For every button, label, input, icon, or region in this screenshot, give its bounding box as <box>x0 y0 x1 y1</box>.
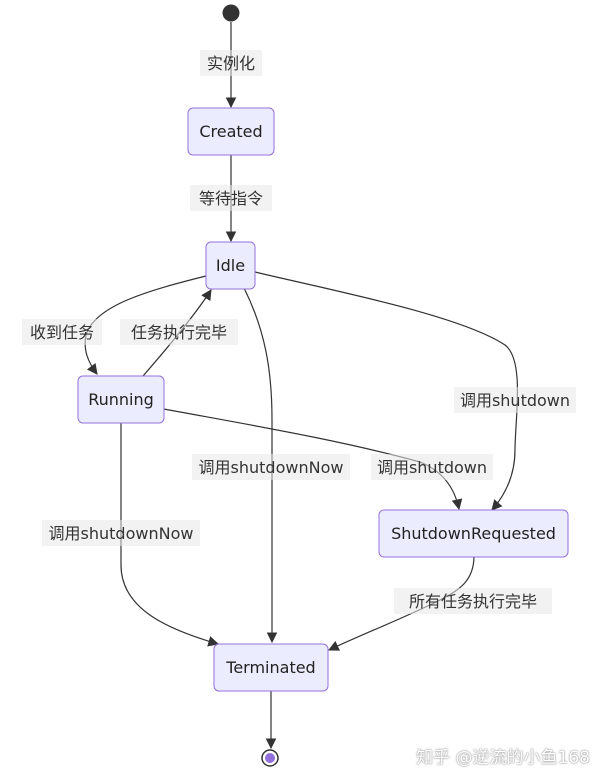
state-idle[interactable]: Idle <box>205 241 256 290</box>
state-terminated[interactable]: Terminated <box>213 643 329 692</box>
state-created-label: Created <box>199 122 262 141</box>
label-idle-terminated: 调用shutdownNow <box>192 454 350 480</box>
start-state-marker <box>222 4 240 22</box>
watermark-text: 知乎 @逆流的小鱼168 <box>416 748 590 768</box>
svg-text:收到任务: 收到任务 <box>30 323 94 342</box>
state-running[interactable]: Running <box>77 375 165 424</box>
state-shutdown-requested-label: ShutdownRequested <box>391 524 556 543</box>
edge-idle-terminated <box>243 287 278 644</box>
state-terminated-label: Terminated <box>225 658 315 677</box>
edge-running-shutdownrequested <box>163 408 463 511</box>
label-created-idle: 等待指令 <box>190 185 272 211</box>
svg-text:调用shutdown: 调用shutdown <box>377 458 487 477</box>
state-shutdown-requested[interactable]: ShutdownRequested <box>378 509 569 558</box>
label-idle-shutdownrequested: 调用shutdown <box>454 387 576 413</box>
label-idle-running: 收到任务 <box>22 319 102 345</box>
edge-running-terminated <box>120 423 220 647</box>
label-running-idle: 任务执行完毕 <box>120 319 238 345</box>
label-start-created: 实例化 <box>200 50 262 76</box>
label-running-terminated: 调用shutdownNow <box>42 520 200 546</box>
state-running-label: Running <box>88 390 154 409</box>
svg-text:实例化: 实例化 <box>207 54 255 73</box>
label-shutdownrequested-terminated: 所有任务执行完毕 <box>394 588 552 614</box>
state-idle-label: Idle <box>216 256 245 275</box>
svg-text:调用shutdown: 调用shutdown <box>460 391 570 410</box>
edge-idle-shutdownrequested <box>254 271 519 511</box>
svg-text:任务执行完毕: 任务执行完毕 <box>131 323 227 342</box>
svg-text:等待指令: 等待指令 <box>199 189 263 208</box>
svg-text:调用shutdownNow: 调用shutdownNow <box>199 458 344 477</box>
svg-text:调用shutdownNow: 调用shutdownNow <box>49 524 194 543</box>
svg-text:所有任务执行完毕: 所有任务执行完毕 <box>409 592 537 611</box>
state-created[interactable]: Created <box>187 107 275 156</box>
end-state-marker <box>261 749 279 767</box>
label-running-shutdownrequested: 调用shutdown <box>371 454 493 480</box>
